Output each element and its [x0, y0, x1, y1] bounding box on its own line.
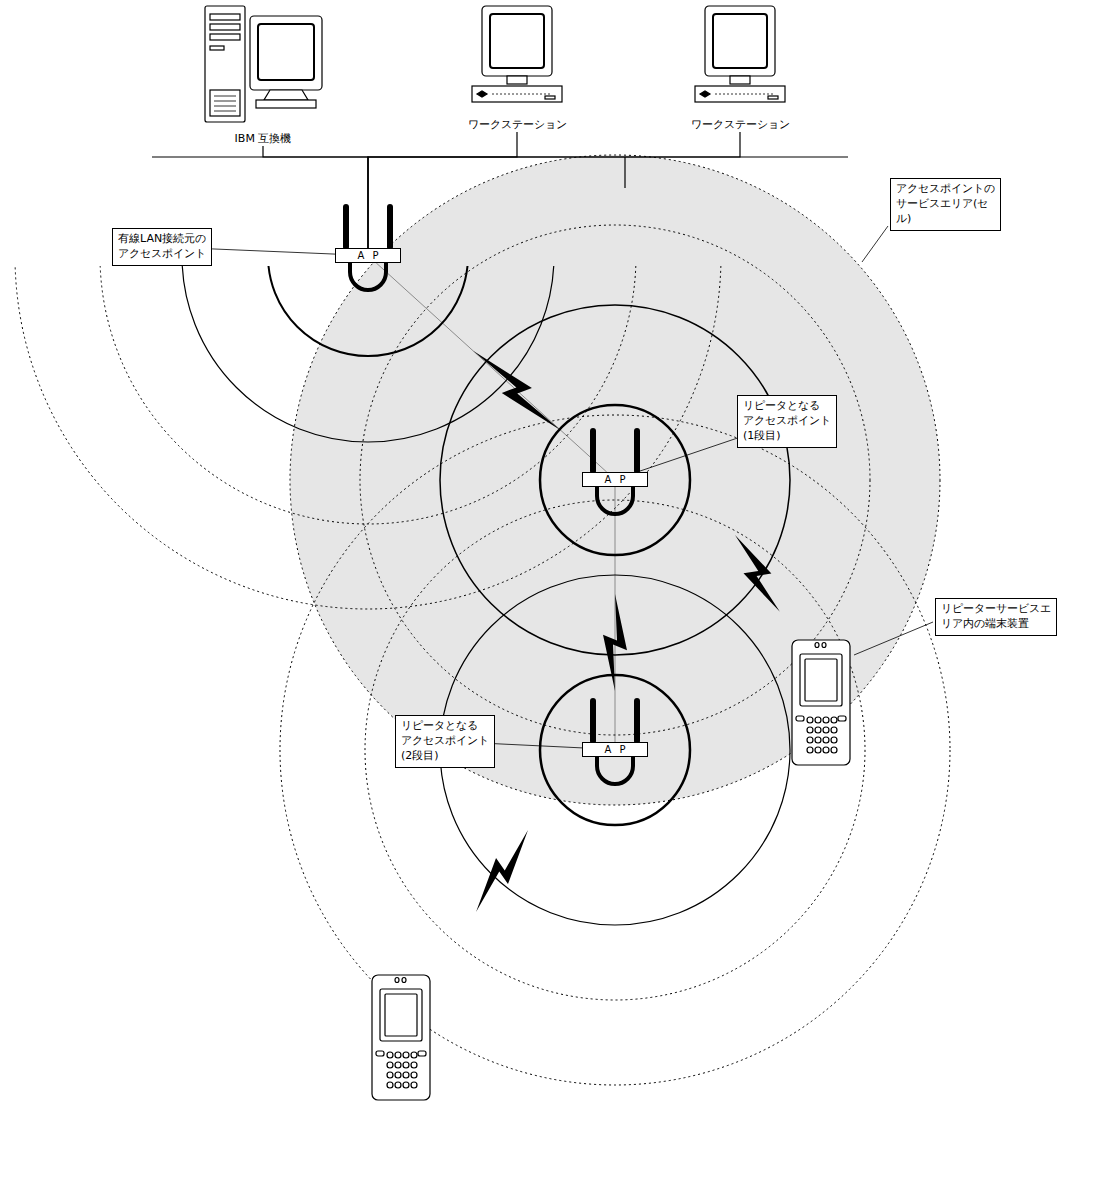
leader-line	[495, 744, 582, 748]
lan-bus	[152, 157, 848, 188]
callout-text: アクセスポイントの サービスエリア(セ ル)	[896, 182, 995, 227]
computer-node: ワークステーション	[685, 5, 795, 132]
workstation-icon	[695, 6, 785, 102]
device-label: ワークステーション	[689, 117, 792, 132]
radio-bolt	[466, 824, 538, 919]
radio-bolt	[725, 529, 791, 618]
ap-label: AP	[591, 473, 647, 486]
cell-circles	[290, 155, 940, 805]
callout-text: 有線LAN接続元の アクセスポイント	[118, 232, 206, 262]
radio-link	[376, 263, 606, 472]
callout-box: リピータとなる アクセスポイント (2段目)	[395, 715, 495, 768]
computer-node: ワークステーション	[462, 5, 572, 132]
lan-link	[368, 132, 517, 248]
leader-line	[854, 226, 933, 655]
lan-link	[263, 146, 368, 248]
leader-line	[637, 438, 737, 472]
computer-node: IBM 互換機	[202, 5, 324, 146]
device-label: IBM 互換機	[233, 131, 294, 146]
radio-link	[603, 487, 627, 742]
handheld-terminal	[792, 640, 850, 765]
callout-box: アクセスポイントの サービスエリア(セ ル)	[890, 178, 1001, 231]
access-point-box: AP	[582, 472, 648, 487]
lan-link	[368, 132, 740, 248]
callout-text: リピータとなる アクセスポイント (2段目)	[401, 719, 489, 764]
ap-label: AP	[591, 743, 647, 756]
workstation-icon	[472, 6, 562, 102]
callout-box: リピータとなる アクセスポイント (1段目)	[737, 395, 837, 448]
leader-line	[212, 249, 335, 254]
ap-label: AP	[344, 249, 400, 262]
callout-text: リピータとなる アクセスポイント (1段目)	[743, 399, 831, 444]
callout-box: リピーターサービスエ リア内の端末装置	[935, 598, 1057, 636]
callout-box: 有線LAN接続元の アクセスポイント	[112, 228, 212, 266]
service-area-shade	[290, 155, 940, 805]
antenna-loop	[350, 262, 633, 784]
callout-text: リピーターサービスエ リア内の端末装置	[941, 602, 1051, 632]
access-point-box: AP	[335, 248, 401, 263]
pc-icon	[205, 6, 322, 122]
access-point-box: AP	[582, 742, 648, 757]
handheld-terminal	[372, 975, 430, 1100]
device-label: ワークステーション	[466, 117, 569, 132]
